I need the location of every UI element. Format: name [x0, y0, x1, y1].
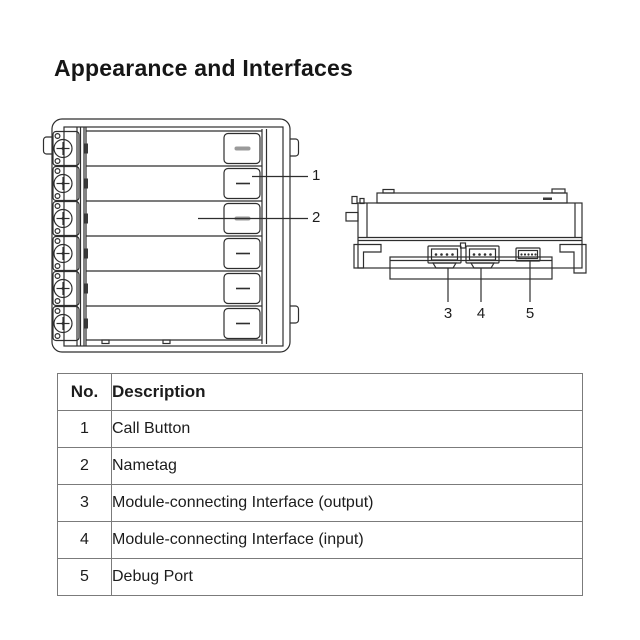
table-row: 1 Call Button [57, 410, 583, 448]
call-button-icon [223, 272, 261, 305]
cell-no: 2 [57, 447, 112, 485]
table-row: 3 Module-connecting Interface (output) [57, 484, 583, 522]
table-row: 2 Nametag [57, 447, 583, 485]
table-header-row: No. Description [57, 373, 583, 411]
screw-icon [52, 200, 89, 237]
screw-icon [52, 305, 89, 342]
left-tabs [345, 195, 365, 222]
cell-description: Module-connecting Interface (output) [111, 484, 583, 522]
module-outer-frame [42, 118, 300, 353]
right-mount-tab-bottom [290, 305, 300, 324]
cell-description: Call Button [111, 410, 583, 448]
parts-table: No. Description 1 Call Button 2 Nametag … [57, 373, 583, 596]
callout-1-label: 1 [312, 167, 321, 184]
cell-description: Debug Port [111, 558, 583, 596]
header-description: Description [111, 373, 583, 411]
cell-no: 4 [57, 521, 112, 559]
cell-description: Nametag [111, 447, 583, 485]
table-row: 4 Module-connecting Interface (input) [57, 521, 583, 559]
callout-5-label: 5 [525, 305, 535, 322]
screw-icon [52, 270, 89, 307]
debug-port-icon [515, 247, 541, 262]
call-button-icon [223, 237, 261, 270]
call-button-icon [223, 167, 261, 200]
left-mount-tab [42, 136, 52, 155]
screw-brackets [52, 130, 89, 342]
side-view-diagram [345, 188, 587, 302]
cell-no: 1 [57, 410, 112, 448]
front-panel-edge [376, 188, 568, 204]
header-no: No. [57, 373, 112, 411]
left-foot [353, 243, 382, 269]
callout-3-label: 3 [443, 305, 453, 322]
callout-4-label: 4 [476, 305, 486, 322]
page-title: Appearance and Interfaces [54, 55, 354, 81]
front-view-diagram [42, 118, 308, 353]
screw-icon [52, 165, 89, 202]
call-button-icon [223, 307, 261, 340]
screw-icon [52, 130, 89, 167]
table-row: 5 Debug Port [57, 558, 583, 596]
input-connector-icon [459, 242, 500, 269]
bottom-plate [389, 256, 553, 280]
cell-description: Module-connecting Interface (input) [111, 521, 583, 559]
screw-icon [52, 235, 89, 272]
right-foot [559, 243, 587, 274]
output-connector-icon [427, 245, 462, 269]
right-mount-tab-top [290, 138, 300, 157]
cell-no: 3 [57, 484, 112, 522]
callout-2-label: 2 [312, 209, 321, 226]
module-body [353, 202, 587, 280]
cell-no: 5 [57, 558, 112, 596]
